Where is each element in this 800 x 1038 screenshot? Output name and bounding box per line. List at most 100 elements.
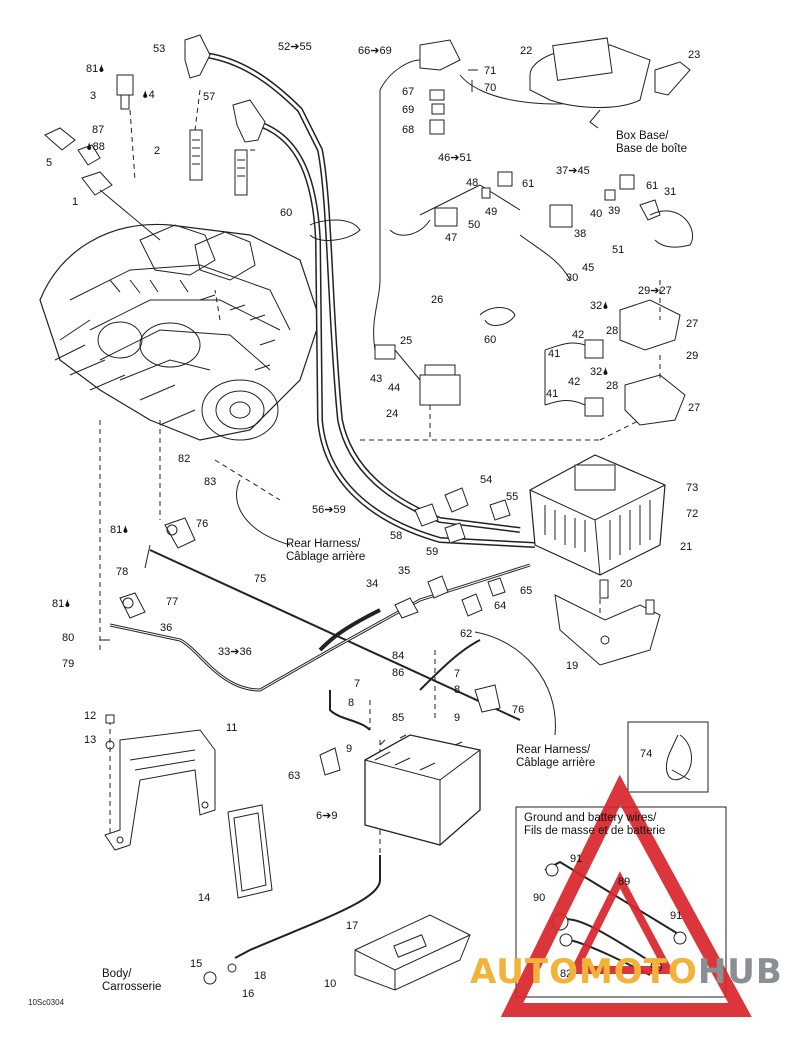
callout-82b: 82	[560, 968, 573, 980]
callout-11: 11	[226, 722, 238, 734]
callout-20: 20	[620, 578, 633, 590]
callout-16: 16	[242, 988, 255, 1000]
callout-59: 59	[426, 546, 439, 558]
callout-52_55: 52➔55	[278, 41, 312, 53]
callout-88: 🌢88	[86, 141, 105, 153]
callout-41b: 41	[546, 388, 559, 400]
callout-45: 45	[582, 262, 595, 274]
mount-bracket	[554, 579, 661, 666]
callout-35: 35	[398, 565, 411, 577]
callout-77: 77	[166, 596, 179, 608]
callout-64: 64	[494, 600, 507, 612]
callout-32a: 32🌢	[590, 300, 609, 312]
callout-43: 43	[370, 373, 383, 385]
callout-56_59: 56➔59	[312, 504, 346, 516]
callout-81b: 81🌢	[110, 524, 129, 536]
callout-73: 73	[686, 482, 699, 494]
callout-62: 62	[460, 628, 473, 640]
spark-plugs	[189, 129, 248, 196]
callout-25: 25	[400, 335, 413, 347]
callout-41a: 41	[548, 348, 561, 360]
ground-inset-title: Ground and battery wires/ Fils de masse …	[524, 812, 666, 837]
callout-5: 5	[46, 157, 53, 169]
callout-61b: 61	[646, 180, 659, 192]
callout-9b: 9	[346, 743, 353, 755]
callout-49: 49	[485, 206, 498, 218]
starter-solenoid	[374, 344, 461, 406]
callout-32b: 32🌢	[590, 366, 609, 378]
callout-91a: 91	[570, 853, 583, 865]
callout-21: 21	[680, 541, 693, 553]
callout-53: 53	[153, 43, 166, 55]
callout-12: 12	[84, 710, 97, 722]
callout-1: 1	[72, 196, 79, 208]
ground-wire	[203, 855, 381, 985]
callout-57: 57	[203, 91, 216, 103]
callout-76b: 76	[512, 704, 525, 716]
callout-28a: 28	[606, 325, 619, 337]
callout-63: 63	[288, 770, 301, 782]
callout-36: 36	[160, 622, 173, 634]
callout-51: 51	[612, 244, 625, 256]
callout-55: 55	[506, 491, 519, 503]
ignition-module	[529, 454, 666, 576]
callout-29_27: 29➔27	[638, 285, 672, 297]
callout-50: 50	[468, 219, 481, 231]
callout-65: 65	[520, 585, 533, 597]
watermark-text: AUTOMOTOHUB	[470, 952, 783, 992]
callout-28b: 28	[606, 380, 619, 392]
callout-71: 71	[484, 65, 497, 77]
battery-bracket	[104, 714, 216, 851]
callout-19: 19	[566, 660, 579, 672]
callout-39: 39	[608, 205, 621, 217]
callout-67: 67	[402, 86, 415, 98]
callout-72: 72	[686, 508, 699, 520]
callout-42b: 42	[568, 376, 581, 388]
callout-74: 74	[640, 748, 653, 760]
callout-89: 89	[618, 876, 631, 888]
callout-15: 15	[190, 958, 203, 970]
callout-44: 44	[388, 382, 401, 394]
callout-46_51: 46➔51	[438, 152, 472, 164]
battery-pad	[227, 804, 273, 899]
callout-54: 54	[480, 474, 493, 486]
callout-30: 30	[566, 272, 579, 284]
callout-23: 23	[688, 49, 701, 61]
callout-86: 86	[392, 667, 405, 679]
callout-14: 14	[198, 892, 211, 904]
figure-code: 10Sc0304	[28, 998, 65, 1007]
watermark-part2: HUB	[697, 952, 783, 992]
callout-7b: 7	[354, 678, 361, 690]
callout-47: 47	[445, 232, 458, 244]
callout-22: 22	[520, 45, 533, 57]
callout-8b: 8	[348, 697, 355, 709]
callout-10: 10	[324, 978, 337, 990]
box-base-note: Box Base/ Base de boîte	[616, 130, 687, 155]
ignition-cables	[184, 34, 536, 548]
callout-68: 68	[402, 124, 415, 136]
callout-26: 26	[431, 294, 444, 306]
sensor-parts	[44, 127, 161, 241]
tie-inset-drawing	[666, 734, 692, 781]
callout-80: 80	[62, 632, 75, 644]
ground-inset-frame	[515, 806, 727, 998]
callout-75: 75	[254, 573, 267, 585]
watermark-part1: AUTOMOTO	[470, 952, 698, 992]
callout-18: 18	[254, 970, 267, 982]
callout-27b: 27	[688, 402, 701, 414]
cable-ties	[309, 219, 516, 326]
callout-70: 70	[484, 82, 497, 94]
callout-82: 82	[178, 453, 191, 465]
rear-harness-note-2: Rear Harness/ Câblage arrière	[516, 744, 596, 769]
callout-6_9: 6➔9	[316, 810, 338, 822]
callout-37_45: 37➔45	[556, 165, 590, 177]
body-note: Body/ Carrosserie	[102, 968, 162, 993]
callout-40: 40	[590, 208, 603, 220]
callout-17: 17	[346, 920, 359, 932]
connector-groups	[389, 171, 694, 281]
watermark-triangle	[500, 774, 752, 1017]
callout-31: 31	[664, 186, 677, 198]
callout-69: 69	[402, 104, 415, 116]
callout-42a: 42	[572, 329, 585, 341]
